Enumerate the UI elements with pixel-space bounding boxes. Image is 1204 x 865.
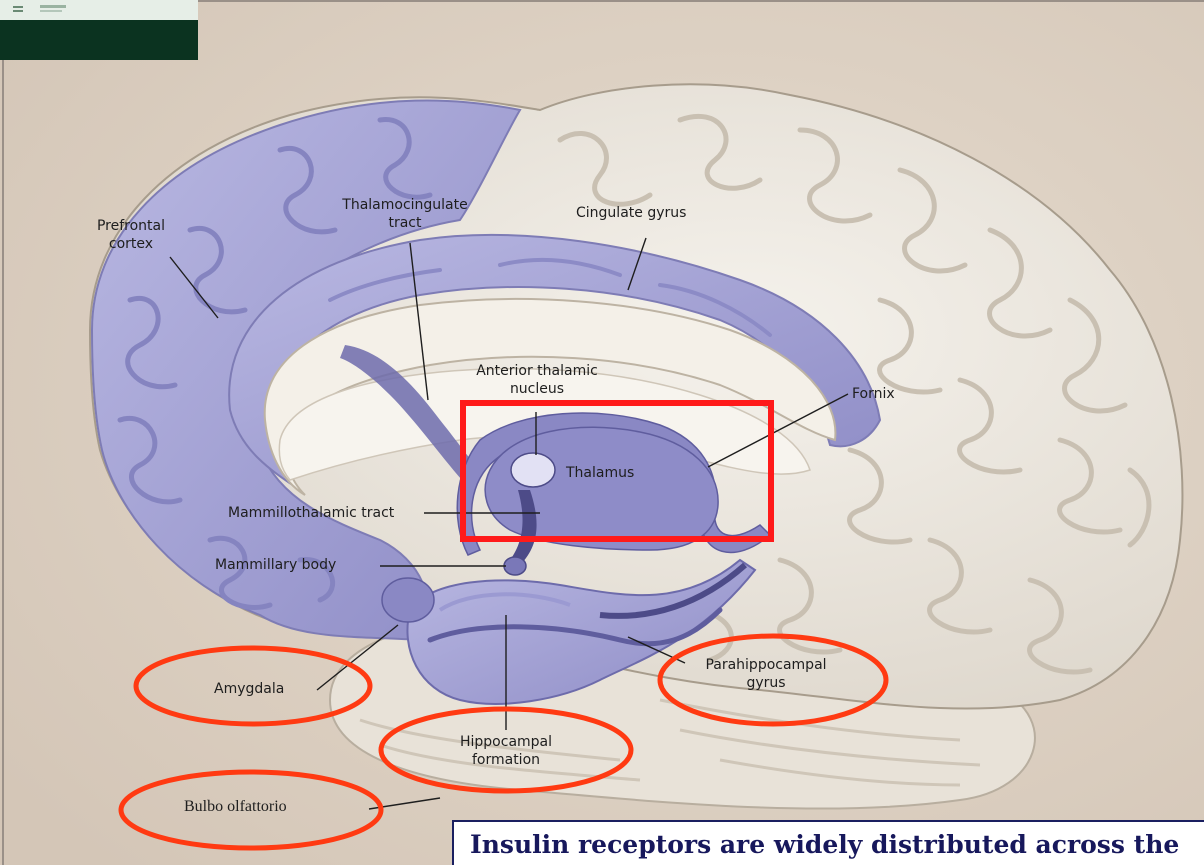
label-bulbo-olfattorio: Bulbo olfattorio xyxy=(184,798,287,816)
label-cingulate-gyrus: Cingulate gyrus xyxy=(576,204,686,222)
logo-thumbnail-header xyxy=(0,0,198,20)
label-mammillary-body: Mammillary body xyxy=(215,556,336,574)
label-amygdala: Amygdala xyxy=(214,680,284,698)
caption-box: Insulin receptors are widely distributed… xyxy=(452,820,1204,865)
caption-text: Insulin receptors are widely distributed… xyxy=(470,830,1179,859)
label-parahippocampal-gyrus: Parahippocampal gyrus xyxy=(676,656,856,692)
label-hippocampal-formation: Hippocampal formation xyxy=(426,733,586,769)
label-anterior-thalamic-nucleus: Anterior thalamic nucleus xyxy=(452,362,622,398)
label-thalamocingulate-tract: Thalamocingulate tract xyxy=(320,196,490,232)
logo-thumbnail xyxy=(0,0,198,60)
label-prefrontal-cortex: Prefrontal cortex xyxy=(76,217,186,253)
label-mammillothalamic-tract: Mammillothalamic tract xyxy=(228,504,394,522)
label-fornix: Fornix xyxy=(852,385,895,403)
label-thalamus: Thalamus xyxy=(566,464,634,482)
